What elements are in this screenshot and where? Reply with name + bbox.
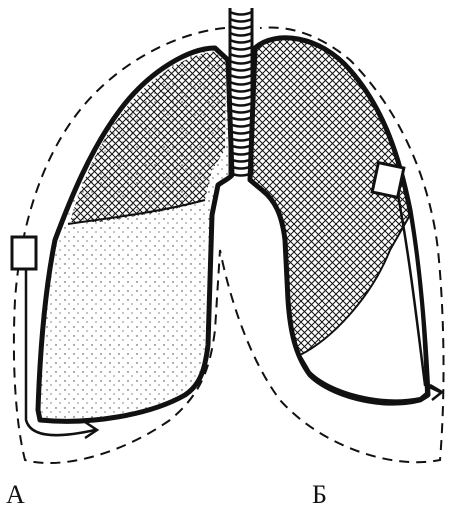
- left-probe-box: [12, 237, 36, 269]
- trachea-ring: [230, 124, 252, 127]
- trachea-ring: [230, 19, 252, 22]
- trachea-ring: [230, 68, 252, 71]
- trachea-ring: [230, 33, 252, 36]
- trachea-ring: [230, 110, 252, 113]
- trachea-ring: [230, 145, 252, 148]
- trachea-ring: [230, 117, 252, 120]
- trachea-ring: [230, 131, 252, 134]
- trachea-ring: [230, 26, 252, 29]
- label-a: А: [6, 482, 25, 508]
- trachea-ring: [230, 75, 252, 78]
- trachea-ring: [230, 166, 252, 169]
- trachea-ring: [230, 152, 252, 155]
- trachea-ring: [230, 82, 252, 85]
- trachea-ring: [230, 159, 252, 162]
- trachea-ring: [230, 47, 252, 50]
- trachea-ring: [230, 89, 252, 92]
- label-b: Б: [312, 482, 327, 508]
- trachea-ring: [230, 173, 252, 176]
- trachea-ring: [230, 40, 252, 43]
- right-arrow-icon: [430, 385, 442, 400]
- trachea-ring: [230, 12, 252, 15]
- trachea-ring: [230, 54, 252, 57]
- right-probe-box: [372, 163, 404, 198]
- trachea-ring: [230, 103, 252, 106]
- trachea-ring: [230, 61, 252, 64]
- trachea-ring: [230, 138, 252, 141]
- trachea-ring: [230, 96, 252, 99]
